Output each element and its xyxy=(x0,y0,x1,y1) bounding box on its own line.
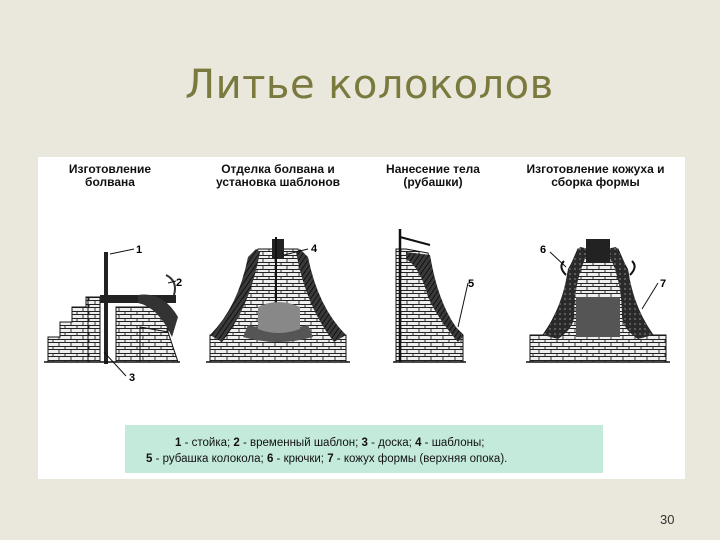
legend-text-3: - доска; xyxy=(367,437,416,449)
stage-title-1-line2: болвана xyxy=(85,175,135,189)
bell-casting-diagram: 1 2 3 4 5 6 7 xyxy=(44,229,670,384)
legend-num-4: 4 xyxy=(415,437,422,449)
legend-num-5: 5 xyxy=(146,453,153,465)
stage-title-4: Изготовление кожуха и сборка формы xyxy=(508,163,683,189)
slide-title: Литье колоколов xyxy=(185,62,554,108)
stage-title-1: Изготовление болвана xyxy=(40,163,180,189)
callout-4: 4 xyxy=(311,243,318,255)
legend-row-2: 5 - рубашка колокола; 6 - крючки; 7 - ко… xyxy=(146,453,507,465)
legend-num-7: 7 xyxy=(327,453,334,465)
diagram-panel: Изготовление болвана Отделка болвана и у… xyxy=(38,157,685,479)
callout-leaders xyxy=(103,248,659,377)
legend-num-6: 6 xyxy=(266,453,274,465)
stage-title-1-line1: Изготовление xyxy=(68,162,152,176)
stage-title-3-line2: (рубашки) xyxy=(403,175,463,189)
legend-text-1: - стойка; xyxy=(181,437,234,449)
stage-2-figure xyxy=(206,237,350,363)
stage-title-3-line1: Нанесение тела xyxy=(386,162,480,176)
callout-5: 5 xyxy=(468,278,474,290)
stage-1-figure xyxy=(44,252,180,364)
legend-text-7: - кожух формы (верхняя опока). xyxy=(333,453,508,465)
legend-text-6: - крючки; xyxy=(273,453,328,465)
stage-title-2-line2: установка шаблонов xyxy=(215,175,341,189)
stage-title-3: Нанесение тела (рубашки) xyxy=(363,163,503,189)
legend-row-1: 1 - стойка; 2 - временный шаблон; 3 - до… xyxy=(175,437,484,449)
page-number: 30 xyxy=(660,512,675,527)
legend-text-2: - временный шаблон; xyxy=(239,437,362,449)
legend-num-1: 1 xyxy=(175,437,182,449)
legend-text-5: - рубашка колокола; xyxy=(152,453,267,465)
callout-7: 7 xyxy=(660,278,666,290)
callout-6: 6 xyxy=(540,244,546,256)
stage-3-figure xyxy=(393,229,466,363)
callout-3: 3 xyxy=(129,372,135,384)
legend-text-4: - шаблоны; xyxy=(421,437,485,449)
callout-2: 2 xyxy=(176,277,182,289)
stage-title-4-line2: сборка формы xyxy=(551,175,640,189)
legend-num-2: 2 xyxy=(233,437,240,449)
callout-1: 1 xyxy=(136,244,142,256)
stage-title-4-line1: Изготовление кожуха и xyxy=(526,162,665,176)
stage-title-2-line1: Отделка болвана и xyxy=(221,162,335,176)
legend-box: 1 - стойка; 2 - временный шаблон; 3 - до… xyxy=(125,425,603,473)
legend-num-3: 3 xyxy=(361,437,368,449)
stage-4-figure xyxy=(526,239,670,363)
stage-title-2: Отделка болвана и установка шаблонов xyxy=(198,163,358,189)
